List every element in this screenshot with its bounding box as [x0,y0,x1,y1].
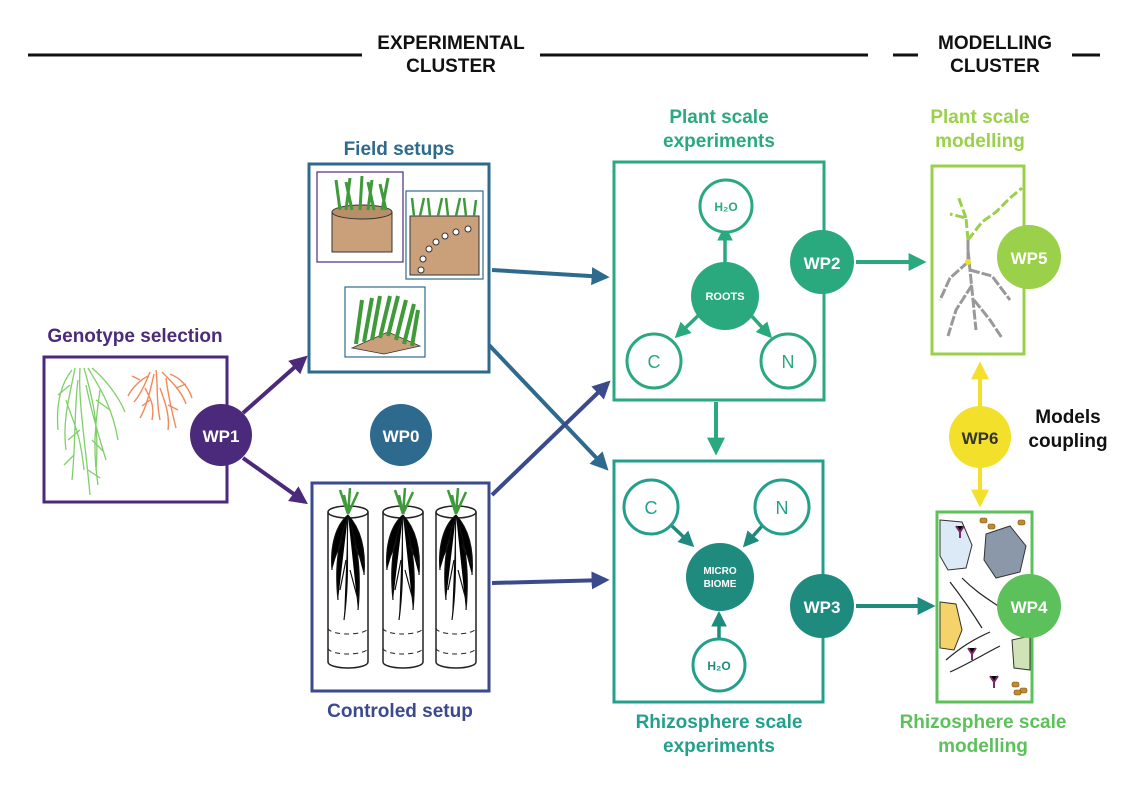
wp1-circle[interactable] [190,404,252,466]
field-crop-rows-inset [344,286,426,358]
wp6-circle[interactable] [949,406,1011,468]
plant-scale-experiments-title: Plant scale experiments [614,106,824,154]
orange-root-system-icon [127,369,193,431]
wp1-label: WP1 [203,427,240,446]
modelling-cluster-header: MODELLING CLUSTER [918,32,1072,78]
arrow-wp1-to-field [241,355,308,415]
rhizo-model-title-line-2: modelling [938,736,1028,757]
root-architecture-model-icon [938,186,1023,339]
field-soil-sensor-inset [405,190,484,280]
microbiome-node [686,543,754,611]
microbiome-node-label-2: BIOME [704,579,737,590]
models-coupling-label: Models coupling [1018,406,1118,454]
wp5-circle[interactable] [997,225,1061,289]
green-root-system-icon [56,367,126,496]
wp4-label: WP4 [1011,598,1048,617]
arrow-field-to-rhizo-exp [487,343,609,471]
n-node-top-label: N [782,352,795,372]
rhizo-exp-title-line-2: experiments [663,736,775,757]
plant-model-title-line-1: Plant scale [930,107,1030,128]
n-node-top [759,332,817,390]
wp2-label: WP2 [804,254,841,273]
rhizosphere-scale-experiments-title: Rhizosphere scale experiments [604,711,834,759]
modelling-header-line-2: CLUSTER [950,56,1040,77]
column-shoots [338,487,468,515]
experimental-header-line-2: CLUSTER [406,56,496,77]
plant-scale-modelling-title: Plant scale modelling [900,106,1060,154]
arrow-field-to-plant-exp [491,267,610,286]
experimental-cluster-header: EXPERIMENTAL CLUSTER [362,32,540,78]
wp6-label: WP6 [962,429,999,448]
n-node-bottom-label: N [776,498,789,518]
rhizo-model-title-line-1: Rhizosphere scale [899,712,1067,733]
root-mass-fill [331,514,473,621]
wp0-label: WP0 [383,427,420,446]
h2o-node-bottom-label: H₂O [707,659,730,673]
wp3-label: WP3 [804,598,841,617]
rhizo-exp-internal-arrows [670,524,764,640]
field-setups-title: Field setups [343,139,455,160]
roots-node [691,262,759,330]
arrow-controlled-to-rhizo-exp [491,571,610,590]
h2o-node-bottom [691,637,747,693]
rhizosphere-scale-modelling-title: Rhizosphere scale modelling [878,711,1088,759]
c-node-bottom [622,478,680,536]
wp2-circle[interactable] [790,230,854,294]
wp4-circle[interactable] [997,574,1061,638]
roots-node-label: ROOTS [705,291,744,303]
arrow-wp1-to-controlled [241,456,308,505]
arrow-controlled-to-plant-exp [490,380,611,497]
n-node-bottom [753,478,811,536]
h2o-node-top [698,178,754,234]
plant-exp-title-line-1: Plant scale [669,107,769,128]
rhizo-exp-title-line-1: Rhizosphere scale [635,712,803,733]
field-pot-inset [316,171,404,263]
genotype-selection-title: Genotype selection [47,326,223,347]
plant-model-title-line-2: modelling [935,131,1025,152]
controlled-setup-title: Controled setup [327,701,473,722]
c-node-top [625,332,683,390]
microbiome-node-label-1: MICRO [703,566,737,577]
experimental-header-line-1: EXPERIMENTAL [377,33,525,54]
c-node-top-label: C [648,352,661,372]
modelling-header-line-1: MODELLING [938,33,1052,54]
wp5-label: WP5 [1011,249,1048,268]
rhizosphere-model-icon [939,517,1031,696]
plant-exp-title-line-2: experiments [663,131,775,152]
wp3-circle[interactable] [790,574,854,638]
coupling-line-2: coupling [1028,431,1108,452]
wp0-circle[interactable] [370,404,432,466]
c-node-bottom-label: C [645,498,658,518]
coupling-line-1: Models [1035,407,1101,428]
h2o-node-top-label: H₂O [714,200,737,214]
